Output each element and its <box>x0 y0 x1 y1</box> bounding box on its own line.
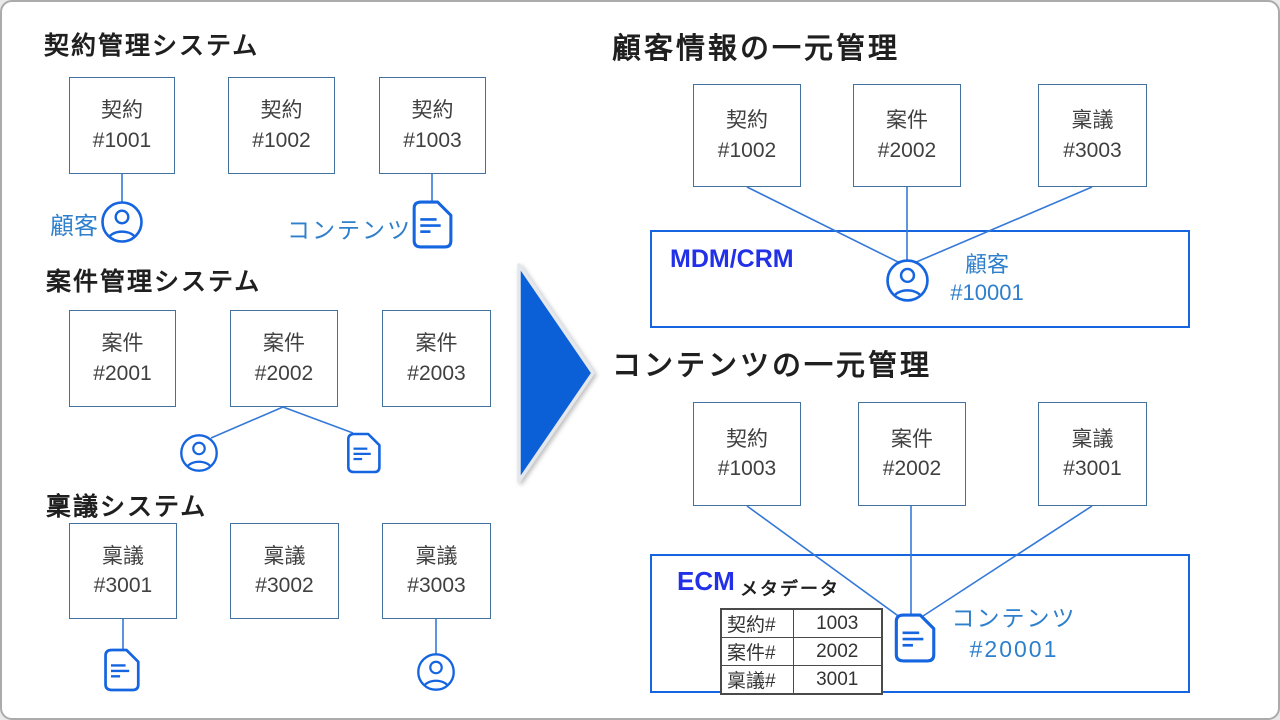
metadata-table: 契約# 1003 案件# 2002 稟議# 3001 <box>720 608 883 695</box>
section-heading-content-mgmt: コンテンツの一元管理 <box>612 350 933 382</box>
entity-box-contract-1002: 契約#1002 <box>228 77 335 174</box>
section-heading-approval: 稟議システム <box>46 493 208 521</box>
person-icon <box>179 433 219 473</box>
table-row: 案件# 2002 <box>720 637 883 666</box>
document-icon <box>891 612 937 664</box>
metadata-value: 3001 <box>792 665 883 695</box>
metadata-key: 契約# <box>720 608 794 638</box>
customer-entity-label: 顧客 #10001 <box>950 252 1024 305</box>
metadata-key: 稟議# <box>720 665 794 695</box>
content-entity-label: コンテンツ #20001 <box>951 605 1077 662</box>
entity-box-case-2001: 案件#2001 <box>69 310 176 407</box>
entity-box-linked-approval-3003: 稟議#3003 <box>1038 84 1147 187</box>
entity-box-contract-1003: 契約#1003 <box>379 77 486 174</box>
metadata-key: 案件# <box>720 637 794 666</box>
entity-box-case-2003: 案件#2003 <box>382 310 491 407</box>
section-heading-case: 案件管理システム <box>46 268 262 296</box>
metadata-value: 1003 <box>792 608 883 638</box>
document-icon <box>344 431 382 475</box>
metadata-label: メタデータ <box>740 579 840 599</box>
entity-box-approval-3003: 稟議#3003 <box>382 523 491 619</box>
entity-box-approval-3001: 稟議#3001 <box>69 523 177 619</box>
content-label: コンテンツ <box>287 217 412 243</box>
entity-box-linked-approval-3001: 稟議#3001 <box>1038 402 1147 506</box>
section-heading-customer-mgmt: 顧客情報の一元管理 <box>612 33 901 65</box>
entity-box-contract-1001: 契約#1001 <box>69 77 175 174</box>
document-icon <box>101 647 141 693</box>
customer-label: 顧客 <box>50 213 98 240</box>
metadata-value: 2002 <box>792 637 883 666</box>
entity-box-approval-3002: 稟議#3002 <box>230 523 339 619</box>
person-icon <box>885 258 930 303</box>
table-row: 稟議# 3001 <box>720 665 883 695</box>
table-row: 契約# 1003 <box>720 608 883 638</box>
entity-box-linked-case-2002: 案件#2002 <box>853 84 961 187</box>
right-arrow <box>517 263 595 483</box>
person-icon <box>100 200 144 244</box>
mdm-crm-title: MDM/CRM <box>670 245 794 273</box>
entity-box-linked-case-2002b: 案件#2002 <box>858 402 966 506</box>
entity-box-case-2002: 案件#2002 <box>230 310 338 407</box>
document-icon <box>409 199 454 250</box>
person-icon <box>416 652 456 692</box>
entity-box-linked-contract-1002: 契約#1002 <box>693 84 801 187</box>
entity-box-linked-contract-1003: 契約#1003 <box>693 402 801 506</box>
ecm-title: ECM <box>677 566 735 596</box>
section-heading-contract: 契約管理システム <box>44 32 260 60</box>
